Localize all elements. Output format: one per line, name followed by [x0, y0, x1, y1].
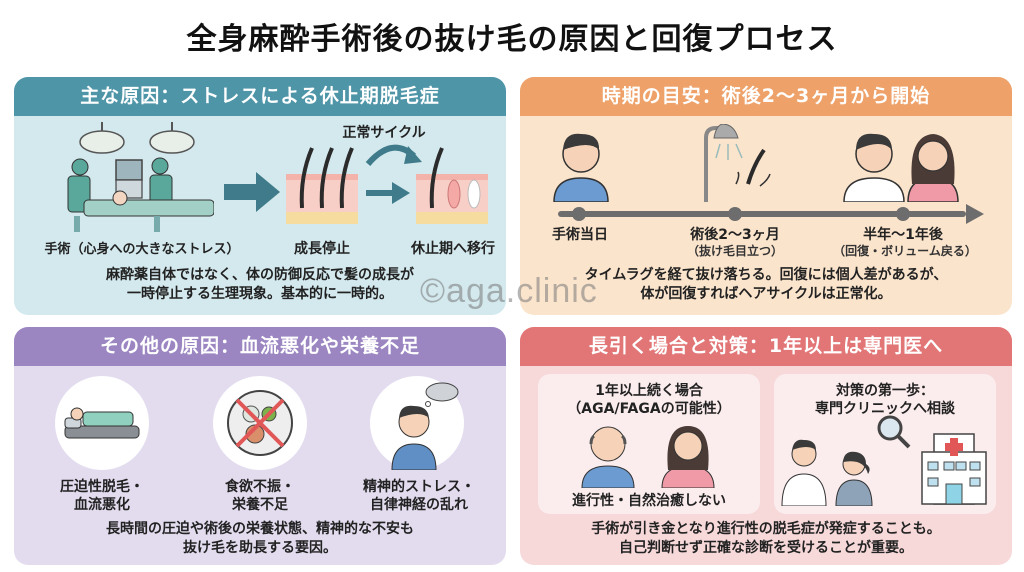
card-title: 1年以上続く場合 — [595, 383, 703, 399]
woman-smiling-icon — [907, 134, 959, 202]
timeline-label-half-year: 半年〜1年後 — [863, 227, 943, 243]
panel-main-cause: 主な原因：ストレスによる休止期脱毛症 手術（心身への大きなストレス） 正常サイク — [14, 77, 506, 315]
hospital-icon — [921, 433, 987, 505]
panel-description: 手術が引き金となり進行性の脱毛症が発症することも。 自己判断せず正確な診断を受け… — [591, 521, 941, 556]
lying-patient-icon — [55, 376, 149, 470]
timeline-line — [558, 211, 966, 217]
panel-description: タイムラグを経て抜け落ちる。回復には個人差があるが、 体が回復すればヘアサイクル… — [584, 267, 948, 302]
man-smiling-icon — [843, 133, 905, 202]
panel-other-causes: その他の原因：血流悪化や栄養不足 — [14, 327, 506, 565]
curved-arrow-icon — [365, 144, 422, 167]
normal-cycle-label: 正常サイクル — [342, 125, 426, 141]
telogen-shift-label: 休止期へ移行 — [411, 241, 495, 257]
balding-man-icon — [581, 426, 635, 488]
panel-header: 時期の目安：術後2〜3ヶ月から開始 — [520, 77, 1012, 116]
watermark: ©aga.clinic — [420, 272, 598, 310]
panel-prolonged-countermeasure: 長引く場合と対策：1年以上は専門医へ 1年以上続く場合 （AGA/FAGAの可能… — [520, 327, 1012, 565]
cause-stress-label: 精神的ストレス・ 自律神経の乱れ — [363, 479, 475, 513]
magnifier-icon — [877, 415, 911, 449]
page-title: 全身麻酔手術後の抜け毛の原因と回復プロセス — [186, 22, 838, 57]
card-subtitle: （AGA/FAGAの可能性） — [567, 401, 731, 417]
timeline-dot — [896, 207, 910, 221]
no-food-icon — [213, 376, 307, 470]
person-icon — [553, 133, 609, 202]
card-first-step: 対策の第一歩： 専門クリニックへ相談 — [774, 374, 996, 514]
shower-hair-loss-icon — [704, 124, 771, 202]
timeline-dot — [572, 207, 586, 221]
arrow-right-small-icon — [366, 182, 410, 204]
hair-growth-stop-icon — [286, 147, 358, 224]
card-subtitle: 専門クリニックへ相談 — [815, 401, 955, 417]
thinning-woman-icon — [661, 426, 715, 488]
timeline-label-2-3-months: 術後2〜3ヶ月 — [690, 227, 780, 243]
timeline-sub-2-3-months: （抜け毛目立つ） — [686, 244, 783, 258]
timeline-sub-half-year: （回復・ボリューム戻る） — [833, 244, 977, 258]
growth-stop-label: 成長停止 — [294, 241, 350, 257]
panel-timing: 時期の目安：術後2〜3ヶ月から開始 — [520, 77, 1012, 315]
arrow-right-icon — [224, 172, 280, 212]
panel-description: 長時間の圧迫や術後の栄養状態、精神的な不安も 抜け毛を助長する要因。 — [106, 521, 414, 556]
card-over-one-year: 1年以上続く場合 （AGA/FAGAの可能性） 進行性・自然治癒しない — [538, 374, 760, 514]
surgery-label: 手術（心身への大きなストレス） — [44, 242, 240, 257]
cause-pressure-label: 圧迫性脱毛・ 血流悪化 — [60, 479, 144, 513]
hair-telogen-icon — [416, 147, 488, 224]
panel-header: 主な原因：ストレスによる休止期脱毛症 — [14, 77, 506, 116]
timeline-dot — [728, 207, 742, 221]
panel-description: 麻酔薬自体ではなく、体の防御反応で髪の成長が 一時停止する生理現象。基本的に一時… — [106, 267, 414, 302]
cause-nutrition-label: 食欲不振・ 栄養不足 — [225, 479, 295, 513]
panel-header: 長引く場合と対策：1年以上は専門医へ — [520, 327, 1012, 366]
panel-header: その他の原因：血流悪化や栄養不足 — [14, 327, 506, 366]
anxious-person-icon — [370, 376, 464, 471]
surgery-illustration-icon — [67, 122, 214, 232]
card-caption: 進行性・自然治癒しない — [572, 493, 726, 509]
timeline-label-day-of-surgery: 手術当日 — [552, 227, 608, 243]
timeline-arrow-icon — [966, 204, 984, 224]
card-title: 対策の第一歩： — [836, 383, 934, 399]
doctor-consultation-icon — [781, 439, 873, 506]
